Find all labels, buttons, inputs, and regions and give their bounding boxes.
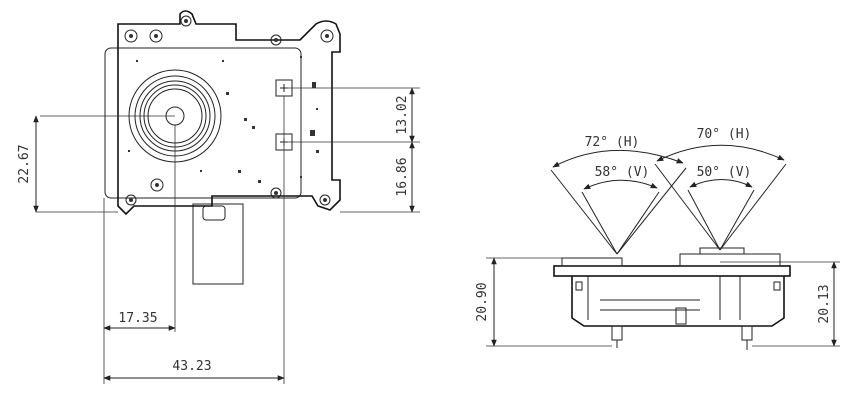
left-h-angle-label: 72° (H): [585, 135, 640, 150]
board-components: [128, 56, 319, 183]
side-housing: [553, 247, 791, 350]
dim-label-43-23: 43.23: [172, 359, 211, 374]
board-outline: [117, 10, 341, 216]
side-view: 20.90 20.13 72° (H) 58° (V) 70° (H) 50° …: [475, 127, 840, 350]
dim-label-17-35: 17.35: [118, 311, 157, 326]
left-fov-cone: [550, 150, 687, 255]
mounting-holes: [124, 15, 334, 206]
dim-label-13-02: 13.02: [395, 95, 410, 134]
dim-label-22-67: 22.67: [17, 144, 32, 183]
flex-cable-tab: [202, 205, 226, 221]
rear-housing: [104, 47, 302, 199]
dim-label-16-86: 16.86: [395, 157, 410, 196]
front-view: 22.67 13.02 16.86 17.35 43.23: [17, 10, 420, 384]
dim-label-20-13: 20.13: [817, 284, 832, 323]
left-v-angle-label: 58° (V): [595, 165, 650, 180]
right-v-angle-label: 50° (V): [697, 165, 752, 180]
dim-label-20-90: 20.90: [475, 282, 490, 321]
flex-cable: [192, 203, 244, 285]
right-fov-cone: [654, 144, 787, 251]
right-h-angle-label: 70° (H): [697, 127, 752, 142]
